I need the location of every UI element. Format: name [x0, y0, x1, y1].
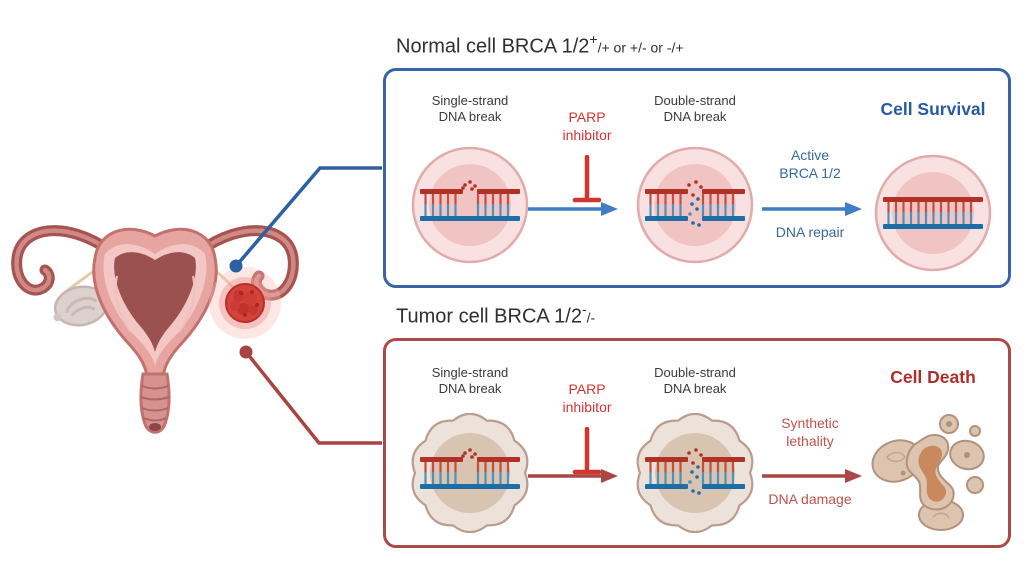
- tumor-title-genotypes: /-: [586, 309, 596, 326]
- arrow-ssb-to-dsb: [528, 469, 618, 483]
- normal-title-genotypes: /+ or +/- or -/+: [597, 39, 684, 56]
- double-strand-break-label: Double-strand DNA break: [654, 365, 736, 397]
- normal-cell-box: Single-strand DNA break PARP inhibitor D…: [383, 68, 1011, 288]
- dna-repair-label: DNA repair: [775, 224, 845, 240]
- active-brca-label: Active BRCA 1/2: [779, 147, 841, 181]
- arrow-lethality: [762, 469, 862, 483]
- tumor-box-title: Tumor cell BRCA 1/2-/-: [396, 301, 596, 329]
- tumor-cell-double-strand-break: [636, 413, 754, 533]
- inhibition-bar-icon: [572, 427, 602, 475]
- normal-cell-single-strand-break: [411, 146, 529, 264]
- tumor-cell-box: Single-strand DNA break PARP inhibitor D…: [383, 338, 1011, 548]
- synthetic-lethality-label: Synthetic lethality: [781, 415, 839, 449]
- parp-inhibitor-label: PARP inhibitor: [562, 381, 612, 415]
- cell-death-label: Cell Death: [890, 367, 976, 387]
- normal-cell-double-strand-break: [636, 146, 754, 264]
- ovarian-tumor: [209, 267, 281, 339]
- normal-title-main: Normal cell BRCA 1/2: [396, 35, 590, 58]
- tumor-title-main: Tumor cell BRCA 1/2: [396, 305, 582, 328]
- connector-tumor: [239, 345, 382, 445]
- double-strand-break-label: Double-strand DNA break: [654, 93, 736, 125]
- connector-normal: [229, 166, 382, 273]
- cell-survival-label: Cell Survival: [880, 99, 986, 119]
- tumor-cell-single-strand-break: [411, 413, 529, 533]
- dna-damage-label: DNA damage: [768, 491, 852, 507]
- left-ovary: [53, 285, 109, 327]
- normal-title-sup: +: [589, 31, 598, 47]
- arrow-repair: [762, 202, 862, 216]
- normal-box-title: Normal cell BRCA 1/2+/+ or +/- or -/+: [396, 31, 684, 59]
- inhibition-bar-icon: [572, 155, 602, 203]
- normal-cell-repaired: [874, 154, 992, 272]
- parp-inhibitor-label: PARP inhibitor: [562, 109, 612, 143]
- arrow-ssb-to-dsb: [528, 202, 618, 216]
- tumor-title-sup: -: [582, 301, 587, 317]
- uterus-illustration: [11, 225, 299, 434]
- single-strand-break-label: Single-strand DNA break: [431, 365, 509, 397]
- single-strand-break-label: Single-strand DNA break: [431, 93, 509, 125]
- dead-cell-fragments: [867, 414, 989, 531]
